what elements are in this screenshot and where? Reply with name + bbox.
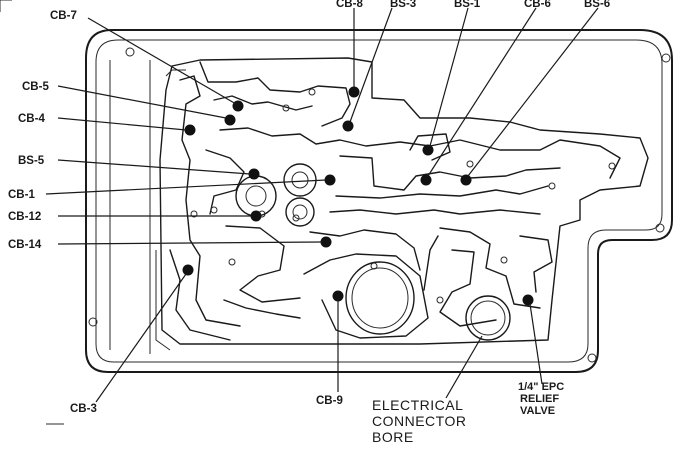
- ball-cb12: [250, 210, 262, 222]
- leader-lines: [45, 7, 599, 403]
- ball-bs1: [422, 144, 434, 156]
- label-bs1: BS-1: [454, 0, 481, 10]
- label-epc-line1: 1/4" EPC: [518, 381, 564, 393]
- leader-bs1: [429, 7, 469, 147]
- label-cb12: CB-12: [8, 211, 41, 223]
- label-cb9: CB-9: [316, 395, 343, 407]
- ball-cb7: [232, 100, 244, 112]
- bolt-hole: [88, 317, 98, 327]
- label-connector-line1: ELECTRICAL: [372, 397, 463, 413]
- separator-plate-outline: [85, 29, 673, 373]
- label-cb1: CB-1: [8, 189, 35, 201]
- leader-cb14: [57, 241, 323, 245]
- leader-connector: [445, 335, 483, 399]
- leader-cb1: [45, 179, 327, 195]
- bolt-hole: [125, 47, 135, 57]
- label-cb14: CB-14: [8, 239, 42, 251]
- label-cb5: CB-5: [22, 81, 49, 93]
- ball-cb5: [224, 114, 236, 126]
- electrical-connector-bore: [465, 295, 511, 341]
- label-bs5: BS-5: [18, 155, 45, 167]
- label-bs6: BS-6: [584, 0, 610, 10]
- label-cb4: CB-4: [18, 113, 45, 125]
- label-cb3: CB-3: [70, 403, 97, 415]
- label-connector-line3: BORE: [372, 429, 414, 445]
- leader-bs3: [349, 7, 393, 123]
- leader-bs6: [467, 7, 599, 177]
- label-connector-line2: CONNECTOR: [372, 413, 466, 429]
- label-cb6: CB-6: [524, 0, 551, 10]
- leader-cb3: [95, 273, 187, 403]
- ball-cb9: [332, 290, 344, 302]
- leader-cb5: [57, 85, 227, 119]
- ball-cb6: [420, 174, 432, 186]
- ball-cb8: [348, 86, 360, 98]
- label-epc-line2: RELIEF: [520, 393, 559, 405]
- label-cb7: CB-7: [50, 10, 77, 22]
- ball-bs5: [248, 168, 260, 180]
- ball-cb3: [182, 264, 194, 276]
- ball-bs6: [460, 174, 472, 186]
- corner-mark: [0, 0, 12, 12]
- bolt-hole: [661, 53, 671, 63]
- bolt-hole: [587, 353, 597, 363]
- label-cb8: CB-8: [336, 0, 363, 10]
- ball-cb4: [184, 124, 196, 136]
- hydraulic-passages: [109, 60, 621, 354]
- ball-epc-relief: [522, 294, 534, 306]
- ball-cb14: [320, 236, 332, 248]
- leader-cb7: [87, 17, 237, 105]
- label-bs3: BS-3: [390, 0, 416, 10]
- ball-bs3: [342, 120, 354, 132]
- leader-bs5: [57, 159, 251, 175]
- plate-inner-flange: [95, 39, 663, 363]
- large-bore: [345, 261, 415, 335]
- leader-cb4: [57, 117, 187, 131]
- label-epc-line3: VALVE: [520, 405, 555, 417]
- ball-cb1: [324, 174, 336, 186]
- leader-cb6: [427, 7, 537, 177]
- bolt-hole: [655, 223, 665, 233]
- valve-body-outline: [159, 57, 649, 345]
- leader-epc: [529, 303, 543, 385]
